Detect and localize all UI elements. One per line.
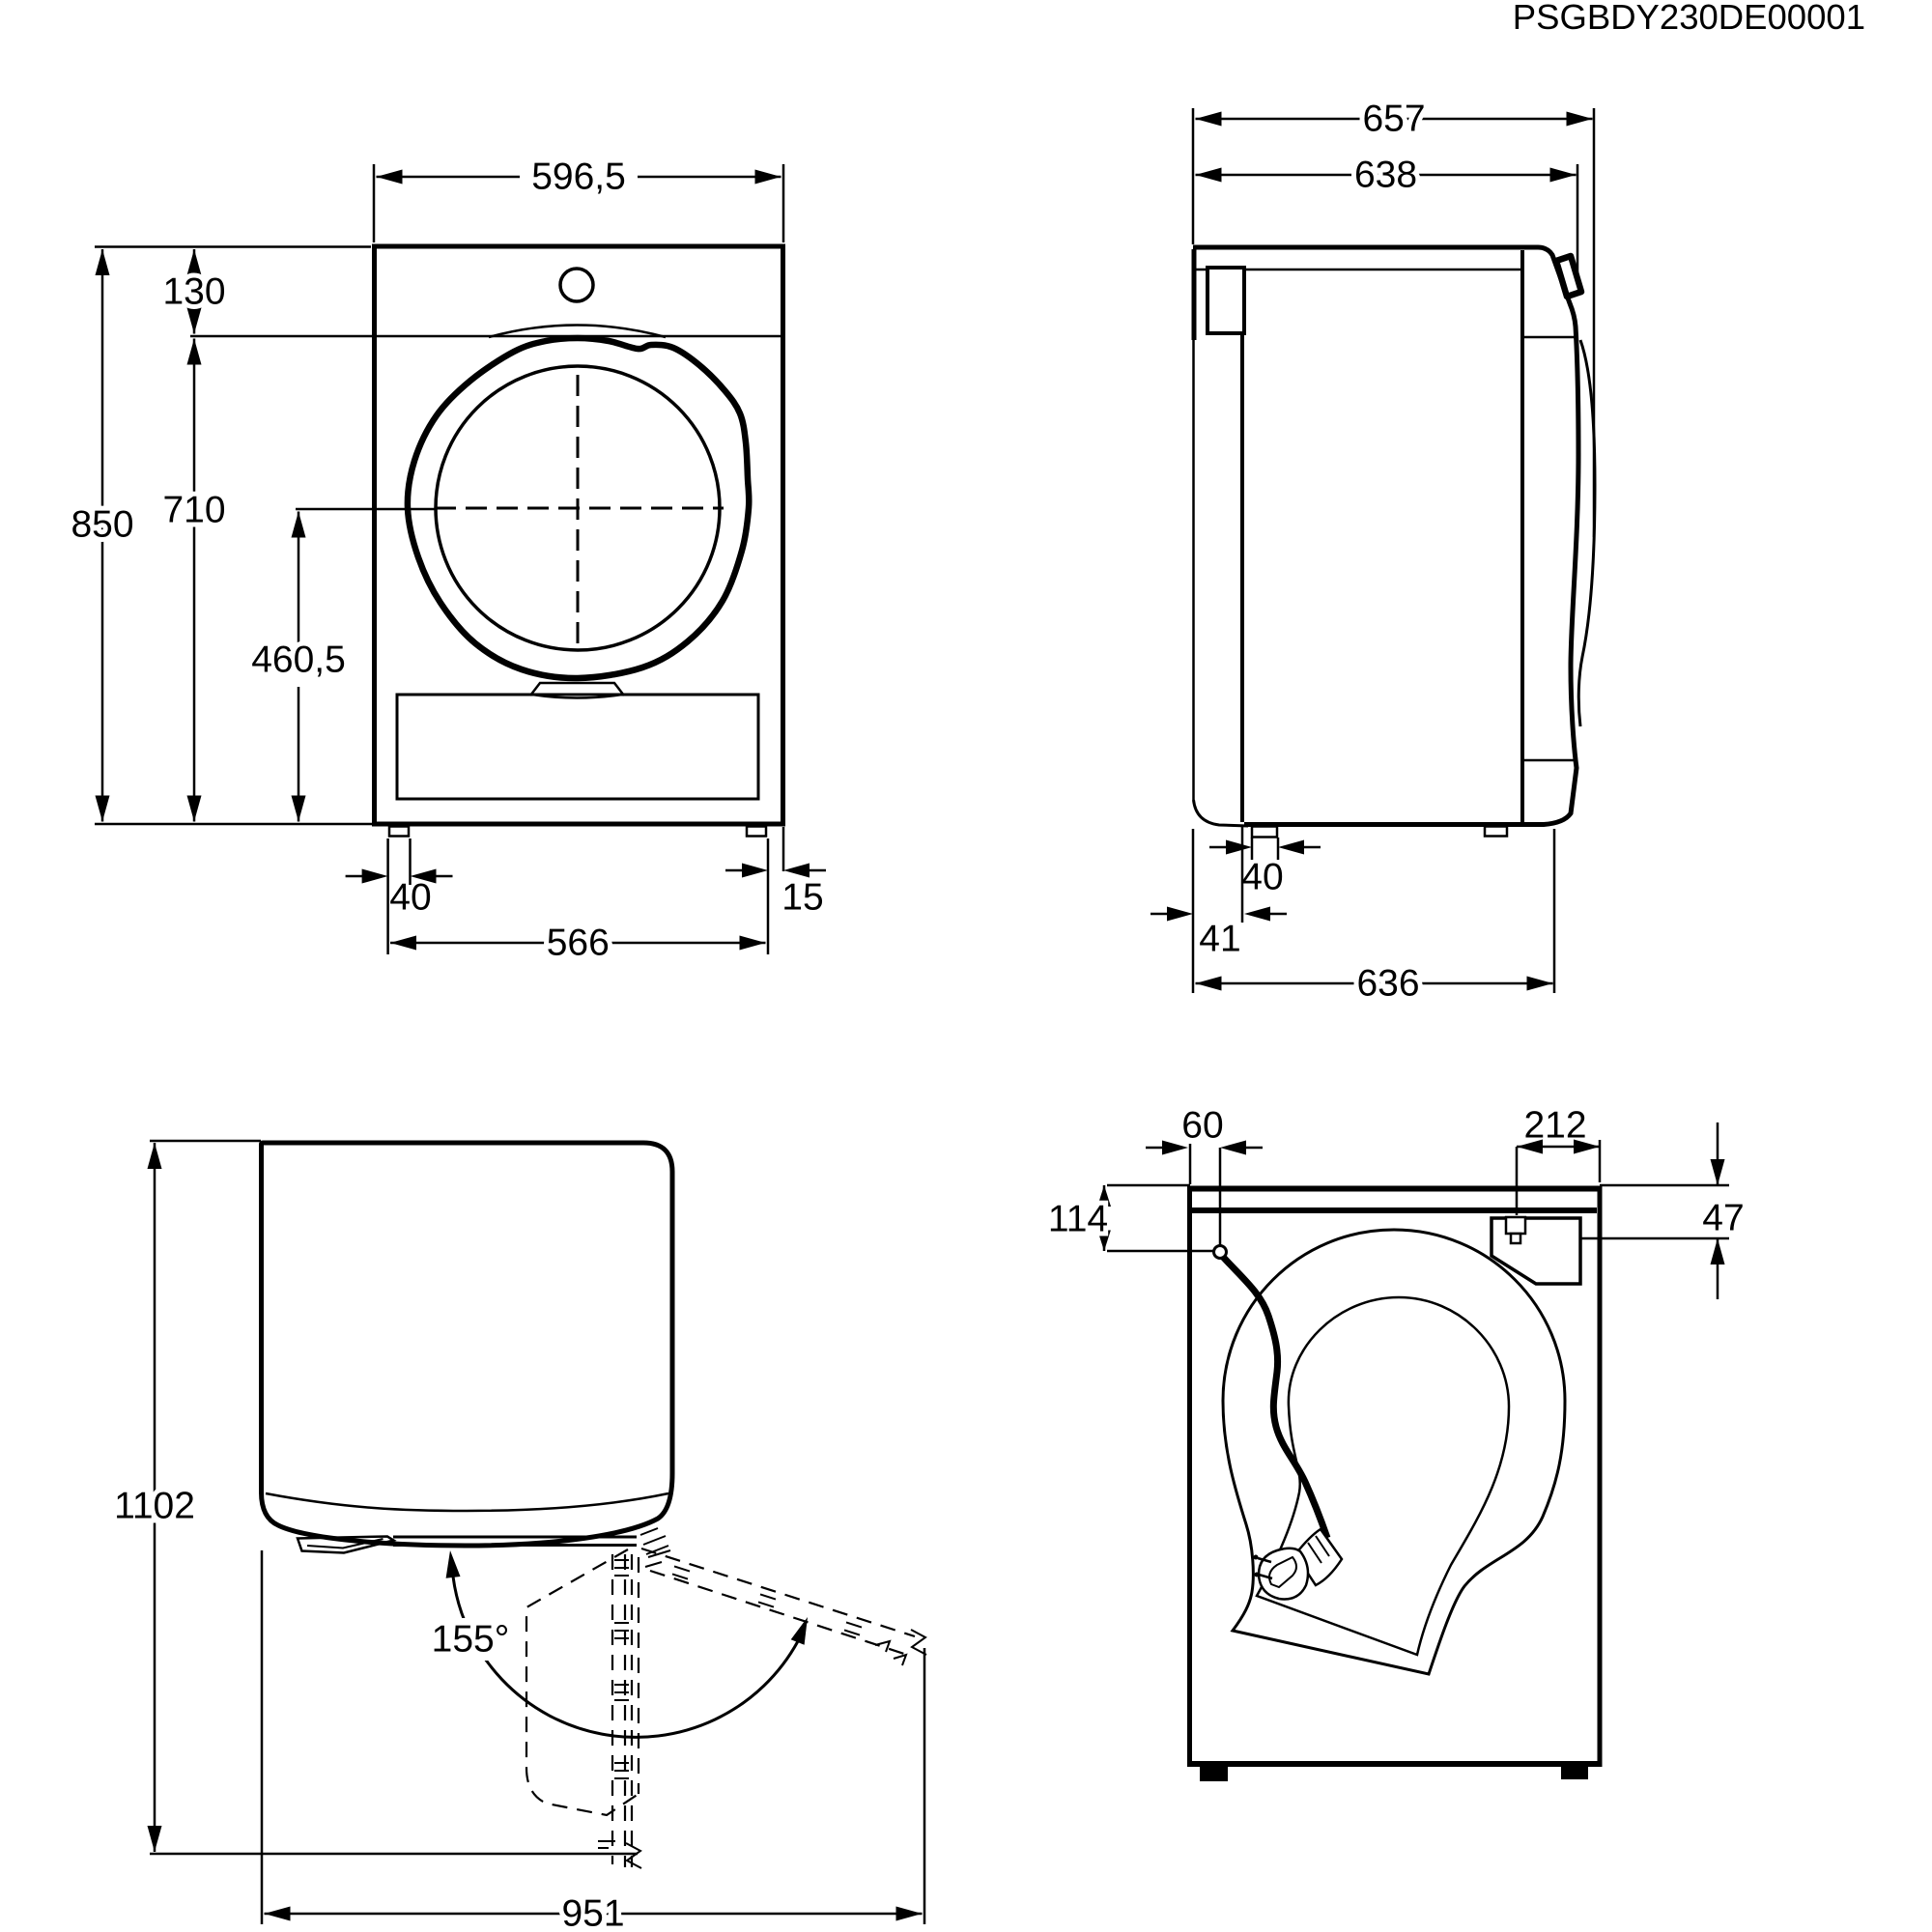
svg-text:47: 47 (1702, 1198, 1744, 1239)
svg-text:566: 566 (547, 923, 610, 964)
svg-text:130: 130 (162, 270, 225, 312)
svg-text:212: 212 (1523, 1105, 1586, 1147)
svg-text:1102: 1102 (114, 1486, 195, 1527)
svg-text:155°: 155° (432, 1619, 510, 1661)
svg-text:114: 114 (1048, 1199, 1108, 1240)
svg-text:60: 60 (1181, 1105, 1223, 1147)
svg-text:638: 638 (1354, 155, 1417, 196)
svg-text:596,5: 596,5 (531, 156, 626, 198)
svg-text:710: 710 (162, 490, 225, 531)
svg-text:15: 15 (781, 877, 823, 919)
svg-text:40: 40 (1241, 857, 1283, 898)
svg-text:PSGBDY230DE00001: PSGBDY230DE00001 (1513, 0, 1865, 37)
svg-text:850: 850 (71, 504, 133, 546)
svg-text:636: 636 (1356, 963, 1419, 1005)
svg-text:460,5: 460,5 (251, 639, 346, 681)
svg-text:951: 951 (561, 1893, 624, 1932)
svg-text:657: 657 (1362, 99, 1425, 140)
svg-text:40: 40 (389, 877, 431, 919)
svg-text:41: 41 (1199, 919, 1240, 960)
